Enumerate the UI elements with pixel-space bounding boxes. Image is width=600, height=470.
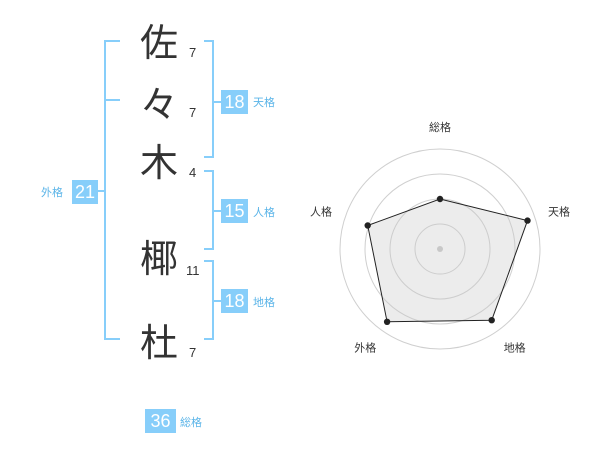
- jinkaku-label: 人格: [253, 206, 275, 219]
- name-char-4: 椰: [140, 237, 179, 281]
- radar-point-2: [524, 217, 531, 224]
- radar-point-1: [436, 195, 444, 203]
- stroke-count-2: 7: [189, 105, 197, 120]
- stroke-count-5: 7: [189, 345, 197, 360]
- stroke-count-4: 11: [186, 263, 200, 278]
- name-char-1: 佐: [140, 21, 179, 65]
- soukaku-badge: 36: [145, 409, 176, 433]
- radar-center: [437, 246, 443, 252]
- chikaku-badge: 18: [221, 289, 248, 313]
- tenkaku-badge: 18: [221, 90, 248, 114]
- radar-ring-1: [414, 223, 466, 275]
- gaikaku-label: 外格: [41, 186, 63, 199]
- name-char-5: 杜: [140, 321, 179, 365]
- radar-axis-label-1: 総格: [429, 120, 451, 134]
- gaikaku-badge: 21: [72, 180, 98, 204]
- radar-axis-label-3: 地格: [504, 341, 526, 355]
- radar-ring-4: [339, 148, 541, 350]
- radar-point-4: [383, 318, 391, 325]
- stroke-count-3: 4: [189, 165, 197, 180]
- radar-point-3: [488, 317, 495, 324]
- soukaku-label: 総格: [180, 416, 202, 429]
- radar-axis-label-5: 人格: [310, 204, 332, 218]
- radar-axis-label-4: 外格: [354, 341, 376, 355]
- chikaku-label: 地格: [253, 296, 275, 309]
- name-char-2: 々: [140, 83, 179, 127]
- radar-ring-3: [364, 173, 516, 325]
- tenkaku-label: 天格: [253, 96, 275, 109]
- radar-point-5: [364, 222, 371, 229]
- name-char-3: 木: [140, 141, 179, 185]
- jinkaku-badge: 15: [221, 199, 248, 223]
- radar-axis-label-2: 天格: [548, 204, 570, 218]
- stroke-count-1: 7: [189, 45, 197, 60]
- radar-series-polygon: [367, 198, 529, 323]
